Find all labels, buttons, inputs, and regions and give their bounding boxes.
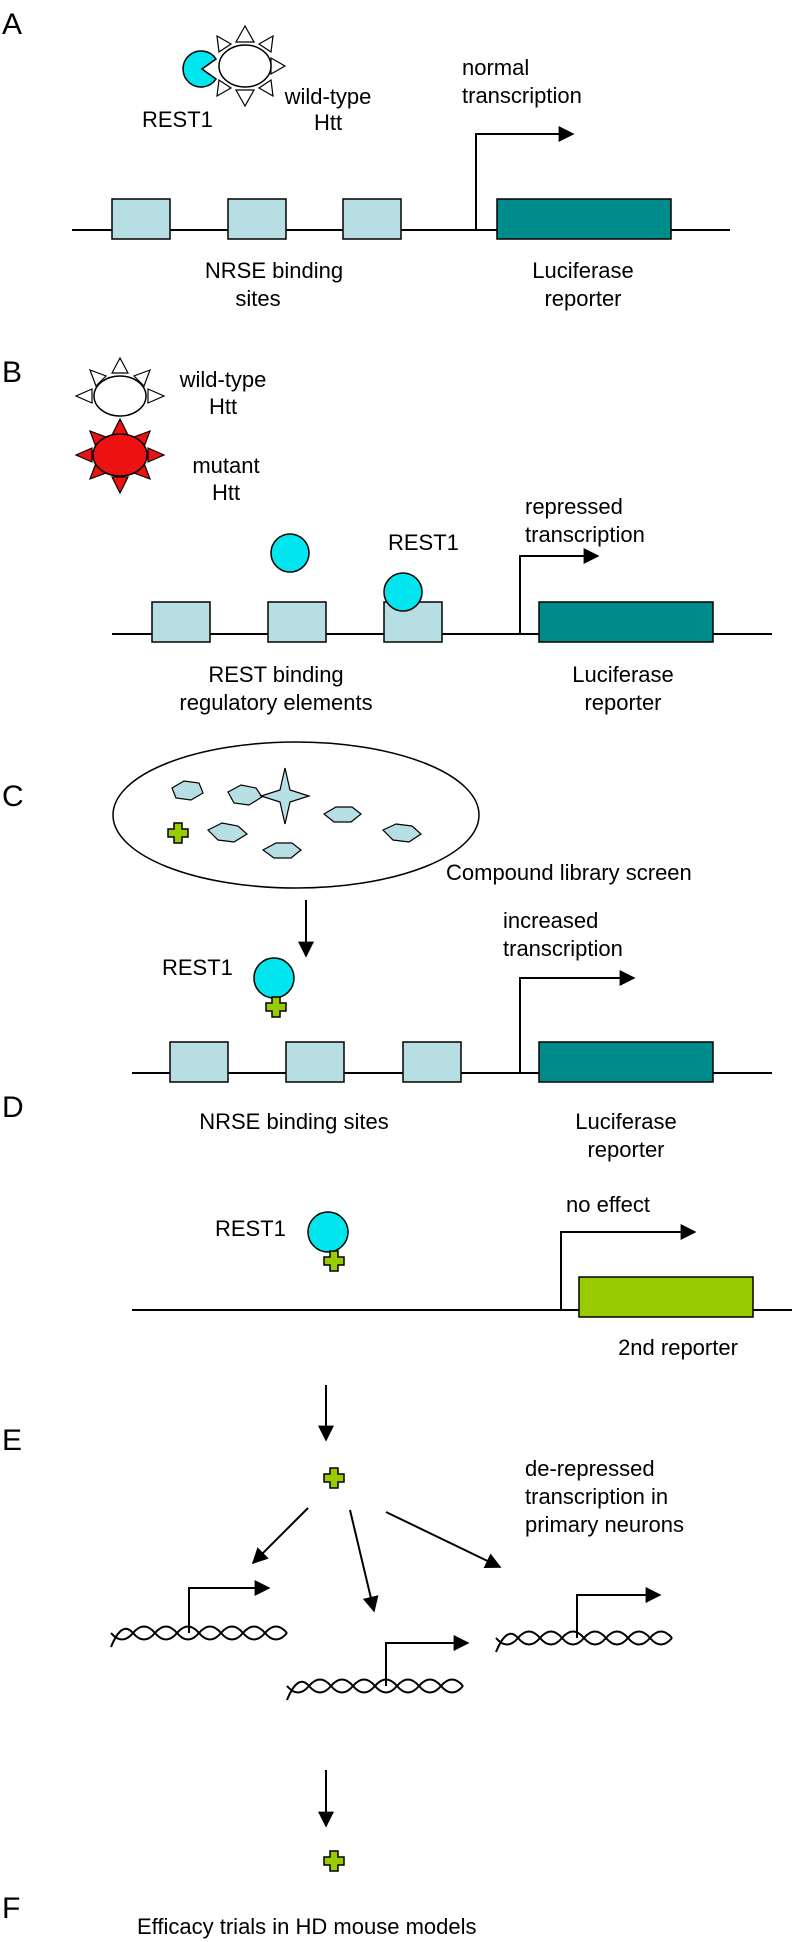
compound-hexagon-6 — [381, 823, 422, 843]
panel-d: D REST1 no effect 2nd reporter — [2, 1091, 792, 1442]
panel-a: A REST1 wild-type Htt normal transcripti… — [2, 8, 730, 311]
compound-hexagon-5 — [261, 842, 302, 859]
panel-letter-f: F — [2, 1892, 20, 1925]
b-element-1 — [151, 601, 211, 643]
compound-hexagon-1 — [171, 780, 204, 801]
b-element-2 — [267, 601, 327, 643]
e-compound-cross-icon — [323, 1467, 345, 1489]
e-arrow-right — [385, 1511, 502, 1568]
b-transcription-arrow — [519, 548, 600, 634]
e-transcription-arrow-2 — [385, 1635, 470, 1686]
a-nrse-site-1 — [111, 198, 171, 240]
b-wild-type-htt-icon — [74, 356, 166, 417]
compound-library-dish — [112, 741, 480, 889]
c-screen-label: Compound library screen — [446, 860, 692, 885]
e-arrow-left — [251, 1507, 309, 1565]
a-nrse-site-2 — [227, 198, 287, 240]
compound-hexagon-3 — [322, 806, 362, 823]
a-sites-label-1: NRSE binding — [205, 258, 343, 283]
e-dna-helix-1-icon — [110, 1625, 288, 1648]
c-transcription-arrow — [519, 970, 636, 1073]
d-second-reporter — [578, 1276, 754, 1318]
b-elements-label-2: regulatory elements — [179, 690, 372, 715]
d-effect-label: no effect — [566, 1192, 650, 1217]
e-transcription-arrow-3 — [576, 1587, 662, 1638]
panel-letter-c: C — [2, 780, 24, 813]
c-transcription-label-1: increased — [503, 908, 598, 933]
c-compound-cross-icon — [265, 996, 287, 1018]
panel-b: B wild-type Htt mutant Htt REST1 — [2, 356, 772, 715]
f-compound-cross-icon — [323, 1850, 345, 1872]
b-transcription-label-2: transcription — [525, 522, 645, 547]
c-rest1-label: REST1 — [162, 955, 233, 980]
d-rest1-label: REST1 — [215, 1216, 286, 1241]
a-transcription-arrow — [475, 126, 575, 230]
panel-c: C Compound library screen REST1 increase… — [2, 741, 772, 1162]
d-reporter-label: 2nd reporter — [618, 1335, 738, 1360]
wild-type-htt-icon — [216, 24, 287, 108]
panel-letter-b: B — [2, 356, 22, 389]
f-text: Efficacy trials in HD mouse models — [137, 1914, 477, 1939]
c-nrse-site-1 — [169, 1041, 229, 1083]
panel-f: F Efficacy trials in HD mouse models — [2, 1892, 477, 1939]
a-transcription-label-1: normal — [462, 55, 529, 80]
a-htt-label-2: Htt — [314, 110, 342, 135]
c-nrse-site-2 — [285, 1041, 345, 1083]
c-reporter-label-2: reporter — [587, 1137, 664, 1162]
compound-star-icon — [259, 767, 311, 825]
e-text-2: transcription in — [525, 1484, 668, 1509]
panel-letter-a: A — [2, 8, 22, 41]
compound-cross-icon — [167, 822, 189, 844]
compound-hexagon-4 — [206, 822, 249, 843]
a-rest1-label: REST1 — [142, 107, 213, 132]
a-reporter-label-2: reporter — [544, 286, 621, 311]
c-transcription-label-2: transcription — [503, 936, 623, 961]
b-wt-label-2: Htt — [209, 394, 237, 419]
compound-hexagon-2 — [227, 784, 263, 806]
a-reporter-label-1: Luciferase — [532, 258, 634, 283]
b-reporter-label-2: reporter — [584, 690, 661, 715]
b-rest1-bound-icon — [383, 572, 423, 612]
e-dna-helix-2-icon — [286, 1678, 464, 1701]
c-reporter-label-1: Luciferase — [575, 1109, 677, 1134]
b-transcription-label-1: repressed — [525, 494, 623, 519]
c-nrse-site-3 — [402, 1041, 462, 1083]
d-rest1-icon — [307, 1211, 349, 1253]
d-compound-cross-icon — [323, 1250, 345, 1272]
b-reporter-label-1: Luciferase — [572, 662, 674, 687]
a-sites-label-2: sites — [235, 286, 280, 311]
c-sites-label: NRSE binding sites — [199, 1109, 389, 1134]
rest1-pacman-icon — [182, 50, 218, 88]
e-arrow-middle — [349, 1509, 379, 1613]
panel-letter-d: D — [2, 1091, 24, 1124]
panel-letter-e: E — [2, 1424, 22, 1457]
c-rest1-icon — [253, 957, 295, 999]
b-elements-label-1: REST binding — [208, 662, 343, 687]
e-text-1: de-repressed — [525, 1456, 655, 1481]
b-rest1-free-icon — [270, 533, 310, 573]
c-luciferase-reporter — [538, 1041, 714, 1083]
b-rest1-label: REST1 — [388, 530, 459, 555]
e-transcription-arrow-1 — [188, 1580, 271, 1633]
d-transcription-arrow — [560, 1224, 697, 1310]
a-nrse-site-3 — [342, 198, 402, 240]
b-wt-label-1: wild-type — [179, 367, 267, 392]
b-mutant-htt-icon — [74, 417, 166, 495]
panel-e: E de-repressed transcription in primary … — [2, 1424, 684, 1872]
a-luciferase-reporter — [496, 198, 672, 240]
a-htt-label-1: wild-type — [284, 84, 372, 109]
a-transcription-label-2: transcription — [462, 83, 582, 108]
e-dna-helix-3-icon — [495, 1630, 673, 1653]
e-text-3: primary neurons — [525, 1512, 684, 1537]
b-luciferase-reporter — [538, 601, 714, 643]
b-mut-label-1: mutant — [192, 453, 259, 478]
b-mut-label-2: Htt — [212, 480, 240, 505]
